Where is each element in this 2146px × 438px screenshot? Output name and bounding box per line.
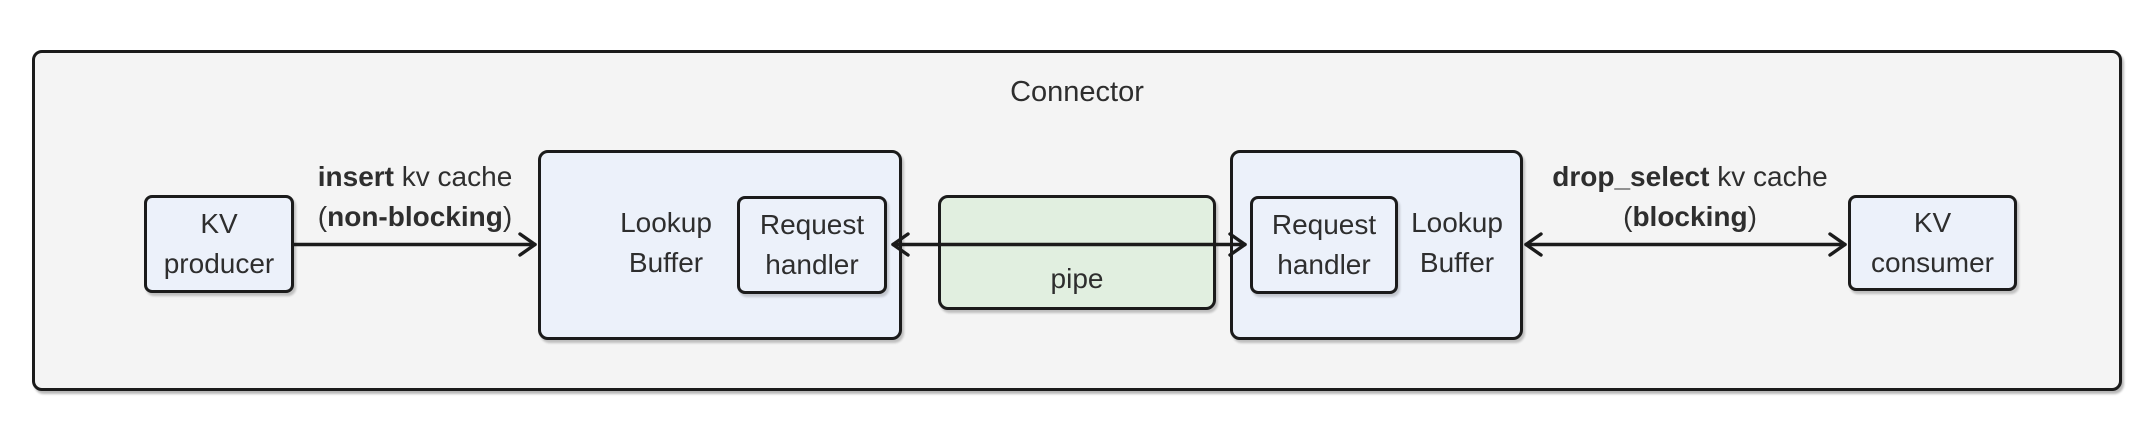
insert-edge-label-line1: insert kv cache: [317, 161, 513, 192]
lookup-buffer-left-label: Lookup Buffer: [620, 207, 712, 278]
lookup-buffer-right-node: Request handler Lookup Buffer: [1230, 150, 1523, 340]
lookup-buffer-right-label: Lookup Buffer: [1411, 207, 1503, 278]
kv-consumer-node: KV consumer: [1848, 195, 2017, 291]
request-handler-left-node: Request handler: [737, 196, 887, 294]
insert-edge-label-line2: (non-blocking): [317, 201, 513, 232]
drop-select-bidirectional-arrow: [1524, 232, 1847, 257]
drop-select-edge-label-line2: (blocking): [1623, 201, 1757, 232]
pipe-node: pipe: [938, 195, 1216, 310]
request-handler-right-node: Request handler: [1250, 196, 1398, 294]
insert-arrow: [291, 232, 537, 257]
drop-select-edge-label: drop_select kv cache (blocking): [1535, 157, 1845, 237]
insert-edge-label: insert kv cache (non-blocking): [270, 157, 560, 237]
kv-producer-node: KV producer: [144, 195, 294, 293]
pipe-bidirectional-arrow: [891, 232, 1247, 257]
lookup-buffer-left-node: Lookup Buffer Request handler: [538, 150, 902, 340]
drop-select-edge-label-line1: drop_select kv cache: [1552, 161, 1828, 192]
pipe-label: pipe: [1050, 263, 1104, 294]
diagram-title: Connector: [1010, 76, 1144, 108]
